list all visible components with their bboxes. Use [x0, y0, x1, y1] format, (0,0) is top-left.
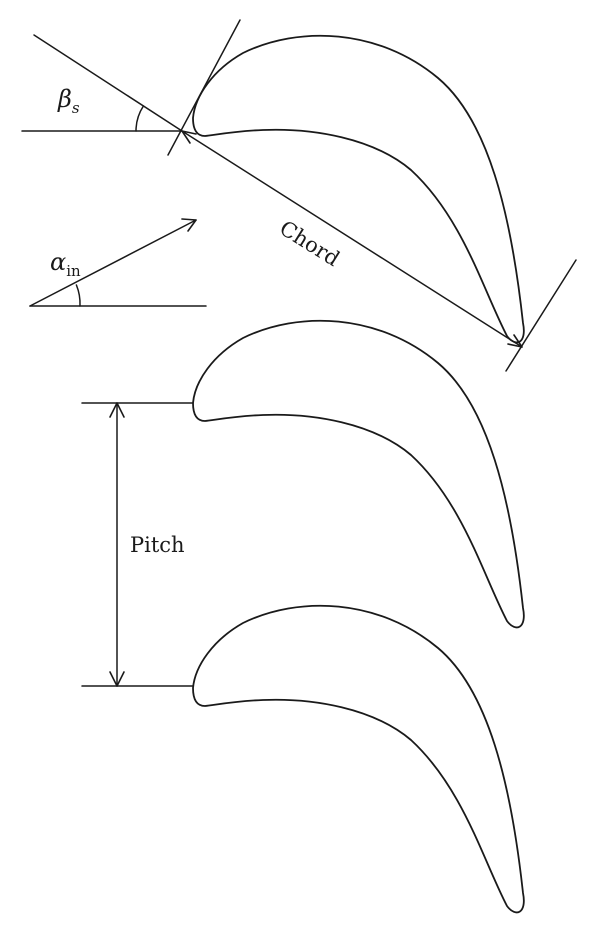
bottom-blade	[192, 604, 525, 914]
inlet-flow-vector	[29, 219, 197, 307]
inlet-angle-group	[29, 218, 207, 307]
pitch-label: Pitch	[130, 533, 185, 557]
chord-arrow-end	[507, 334, 523, 348]
inlet-angle-symbol: α	[50, 248, 66, 276]
pitch-arrow-bottom	[109, 671, 125, 687]
inlet-angle-label: αin	[50, 248, 81, 280]
trailing-edge-tangent	[505, 259, 577, 372]
chord-line	[181, 130, 523, 348]
chord-label: Chord	[275, 216, 343, 271]
stagger-angle-arc	[135, 105, 145, 132]
stagger-angle-label: βs	[57, 85, 80, 117]
inlet-angle-arc	[75, 284, 81, 307]
pitch-dimension	[81, 402, 194, 687]
chord-dimension	[181, 130, 523, 348]
leading-edge-tangent	[167, 19, 241, 156]
middle-blade	[192, 319, 525, 629]
top-blade-group	[21, 19, 577, 372]
stagger-angle-symbol: β	[57, 85, 72, 113]
pitch-arrow-top	[109, 402, 125, 418]
inlet-flow-arrowhead	[181, 218, 197, 232]
top-blade	[192, 34, 525, 344]
chord-arrow-start	[181, 130, 197, 144]
inlet-angle-subscript: in	[66, 262, 81, 280]
chord-extension-line	[33, 34, 183, 132]
stagger-angle-subscript: s	[72, 99, 80, 117]
